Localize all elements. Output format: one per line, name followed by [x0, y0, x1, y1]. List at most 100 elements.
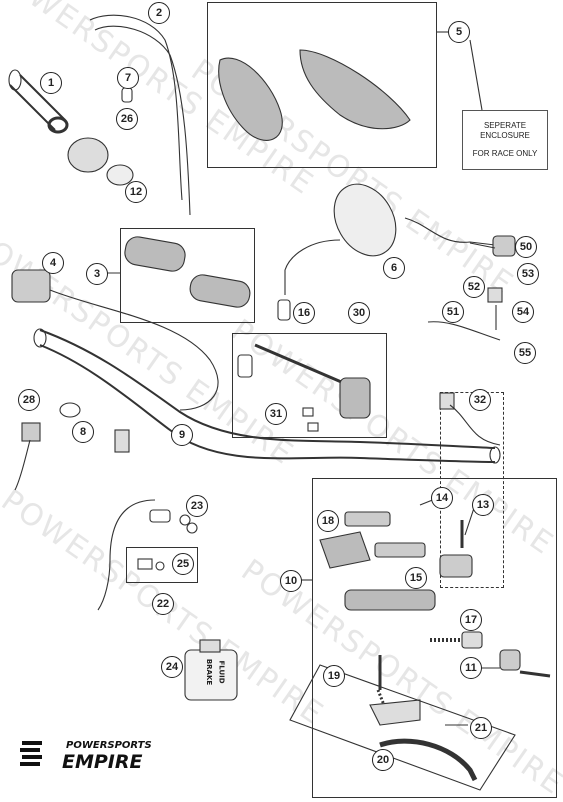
callout-6[interactable]: 6	[383, 257, 405, 279]
callout-28[interactable]: 28	[18, 389, 40, 411]
callout-12[interactable]: 12	[125, 181, 147, 203]
callout-25[interactable]: 25	[172, 553, 194, 575]
washer-shape	[179, 514, 191, 526]
handlebar-end	[33, 328, 47, 348]
switch-wire	[404, 217, 496, 246]
callout-13[interactable]: 13	[472, 494, 494, 516]
clamp-shape	[439, 554, 473, 578]
callout-23[interactable]: 23	[186, 495, 208, 517]
callout-5[interactable]: 5	[448, 21, 470, 43]
mirror-stem	[284, 239, 341, 295]
master-cylinder-body	[344, 589, 436, 611]
lever-shape	[379, 738, 478, 782]
switch-52-shape	[487, 287, 503, 303]
brand-top-text: POWERSPORTS	[66, 740, 152, 751]
throttle-clamp-shape	[237, 354, 253, 378]
handlebar-shape-lower	[39, 329, 496, 449]
callout-14[interactable]: 14	[431, 487, 453, 509]
callout-52[interactable]: 52	[463, 276, 485, 298]
callout-20[interactable]: 20	[372, 749, 394, 771]
throttle-kit-box	[232, 333, 387, 438]
cable-tie-shape	[59, 402, 81, 418]
switch-wire	[427, 321, 501, 341]
connector-shape	[114, 429, 130, 453]
callout-50[interactable]: 50	[515, 236, 537, 258]
callout-7[interactable]: 7	[117, 67, 139, 89]
callout-15[interactable]: 15	[405, 567, 427, 589]
enclosure-line-3: FOR RACE ONLY	[472, 149, 538, 158]
callout-4[interactable]: 4	[42, 252, 64, 274]
throttle-cable-shape	[89, 14, 183, 201]
brake-master-box	[312, 478, 557, 798]
callout-31[interactable]: 31	[265, 403, 287, 425]
callout-32[interactable]: 32	[469, 389, 491, 411]
callout-55[interactable]: 55	[514, 342, 536, 364]
mirror-adapter-shape	[277, 299, 291, 321]
grip-right-shape	[189, 274, 251, 308]
callout-26[interactable]: 26	[116, 108, 138, 130]
screw-shape	[307, 422, 319, 432]
throttle-tube-end	[8, 69, 22, 91]
boot-shape	[499, 649, 521, 671]
callout-18[interactable]: 18	[317, 510, 339, 532]
screw-shape	[302, 407, 314, 417]
screw-shape	[121, 87, 133, 103]
switch-50-shape	[492, 235, 516, 257]
callout-30[interactable]: 30	[348, 302, 370, 324]
callout-11[interactable]: 11	[460, 657, 482, 679]
brake-fluid-cap	[199, 639, 221, 653]
brake-fluid-label-line2: FLUID	[217, 660, 226, 684]
callout-17[interactable]: 17	[460, 609, 482, 631]
callout-3[interactable]: 3	[86, 263, 108, 285]
handlebar-shape	[39, 344, 496, 463]
enclosure-line-2: ENCLOSURE	[480, 131, 530, 140]
banjo-bolt-shape	[149, 509, 171, 523]
pushrod-shape	[519, 670, 551, 678]
callout-8[interactable]: 8	[72, 421, 94, 443]
switch-housing-shape	[11, 269, 51, 303]
banjo-kit-bolt	[137, 558, 153, 570]
lever-bracket-shape	[369, 699, 421, 726]
callout-19[interactable]: 19	[323, 665, 345, 687]
callout-10[interactable]: 10	[280, 570, 302, 592]
callout-9[interactable]: 9	[171, 424, 193, 446]
separate-enclosure-note: SEPERATE ENCLOSURE FOR RACE ONLY	[462, 110, 548, 170]
washer-shape	[186, 522, 198, 534]
switch-28-wire	[14, 439, 31, 491]
throttle-block-shape	[339, 377, 371, 419]
callout-2[interactable]: 2	[148, 2, 170, 24]
reservoir-lid-shape	[344, 511, 391, 527]
washer-shape	[155, 561, 165, 571]
lever-kit-box	[289, 664, 516, 791]
grip-left-shape	[124, 236, 186, 272]
cover-shape	[106, 164, 134, 186]
reservoir-lid-shape	[374, 542, 426, 558]
throttle-cable-shape	[94, 25, 191, 216]
callout-24[interactable]: 24	[161, 656, 183, 678]
switch-wire	[49, 289, 219, 411]
clutch-switch-wire	[449, 404, 501, 446]
callout-16[interactable]: 16	[293, 302, 315, 324]
handguard-kit-box	[207, 2, 437, 168]
callout-54[interactable]: 54	[512, 301, 534, 323]
callout-21[interactable]: 21	[470, 717, 492, 739]
throttle-tube-shape	[9, 74, 66, 131]
brand-bottom-text: EMPIRE	[62, 751, 143, 773]
handlebar-end	[489, 446, 501, 464]
piston-shape	[461, 631, 483, 649]
switch-28-shape	[21, 422, 41, 442]
callout-22[interactable]: 22	[152, 593, 174, 615]
callout-1[interactable]: 1	[40, 72, 62, 94]
mirror-head-shape	[333, 183, 397, 257]
throttle-tube-ring	[47, 116, 69, 134]
handguard-left-shape	[218, 57, 283, 141]
enclosure-line-1: SEPERATE	[483, 121, 527, 130]
brake-line-shape	[97, 499, 156, 611]
handguard-right-shape	[299, 49, 411, 130]
callout-53[interactable]: 53	[517, 263, 539, 285]
banjo-kit-box	[126, 547, 198, 583]
brand-logo: POWERSPORTS EMPIRE	[18, 738, 178, 773]
brake-fluid-label-line1: BRAKE	[205, 658, 214, 686]
callout-51[interactable]: 51	[442, 301, 464, 323]
